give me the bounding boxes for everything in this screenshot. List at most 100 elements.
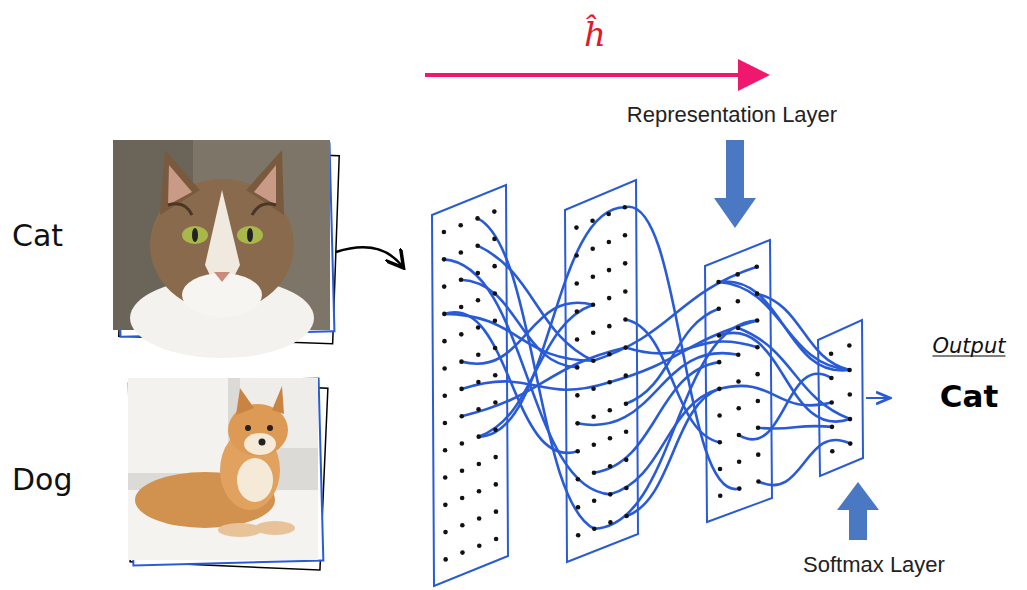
connection-curve (478, 218, 595, 528)
pointer-arrow (714, 140, 756, 228)
neuron-dot (591, 330, 596, 335)
neuron-dot (623, 289, 628, 294)
neuron-dot (477, 543, 482, 548)
neuron-dot (607, 296, 612, 301)
neuron-dot (608, 436, 613, 441)
neuron-dot (848, 441, 853, 446)
neuron-dot (475, 216, 480, 221)
neuron-dot (830, 425, 835, 430)
neuron-dot (591, 303, 596, 308)
neuron-dot (442, 339, 447, 344)
neuron-dot (476, 271, 481, 276)
math-symbol: ĥ (584, 14, 606, 54)
neuron-dot (443, 503, 448, 508)
neuron-dot (460, 468, 465, 473)
layer-label: Representation Layer (627, 102, 837, 128)
neuron-dot (755, 291, 760, 296)
neuron-dot (476, 298, 481, 303)
neuron-dot (476, 407, 481, 412)
connection-curve (625, 207, 740, 489)
connection-curve (625, 320, 719, 443)
neuron-dot (624, 514, 629, 519)
neuron-dot (459, 359, 464, 364)
neuron-dot (607, 380, 612, 385)
neuron-dot (718, 467, 723, 472)
neuron-dot (623, 345, 628, 350)
neuron-dot (756, 452, 761, 457)
neuron-dot (736, 299, 741, 304)
connection-curve (626, 341, 758, 353)
neuron-dot (755, 318, 760, 323)
neuron-dot (754, 265, 759, 270)
neuron-dot (460, 550, 465, 555)
neuron-dot (576, 505, 581, 510)
output-heading: Output (933, 334, 1006, 358)
neuron-dot (476, 325, 481, 330)
neuron-dot (717, 387, 722, 392)
neuron-dot (623, 205, 628, 210)
neuron-dot (576, 533, 581, 538)
neuron-dot (575, 309, 580, 314)
neuron-dot (592, 442, 597, 447)
neuron-dot (492, 209, 497, 214)
neuron-dot (477, 489, 482, 494)
neuron-dot (459, 250, 464, 255)
neuron-dot (607, 352, 612, 357)
layer-plane (818, 320, 863, 476)
pointer-arrow (837, 482, 879, 540)
neuron-dot (736, 406, 741, 411)
neuron-dot (443, 557, 448, 562)
neuron-dot (717, 440, 722, 445)
neuron-dot (847, 343, 852, 348)
neuron-dot (458, 223, 463, 228)
neuron-dot (608, 464, 613, 469)
neuron-dot (735, 272, 740, 277)
neuron-dot (493, 373, 498, 378)
neuron-dot (829, 351, 834, 356)
neuron-dot (756, 399, 761, 404)
neuron-dot (476, 353, 481, 358)
connection-curve (444, 259, 610, 494)
neuron-dot (623, 261, 628, 266)
neuron-dot (460, 496, 465, 501)
neuron-dot (592, 498, 597, 503)
neuron-dot (755, 345, 760, 350)
neuron-dot (475, 243, 480, 248)
connection-curve (594, 320, 757, 528)
neuron-dot (494, 482, 499, 487)
neuron-dot (608, 408, 613, 413)
neuron-dot (459, 414, 464, 419)
neuron-dot (442, 366, 447, 371)
neuron-dot (623, 317, 628, 322)
neuron-dot (476, 380, 481, 385)
neuron-dot (756, 426, 761, 431)
neuron-dot (736, 326, 741, 331)
neuron-dot (493, 455, 498, 460)
neuron-dot (574, 281, 579, 286)
output-class: Cat (940, 378, 999, 414)
input-arrow (336, 247, 402, 266)
connection-curve (719, 282, 850, 371)
neuron-dot (848, 417, 853, 422)
neuron-dot (623, 233, 628, 238)
connection-curve (578, 353, 739, 425)
neuron-dot (737, 460, 742, 465)
neuron-dot (442, 312, 447, 317)
neuron-dot (476, 434, 481, 439)
neuron-dot (607, 268, 612, 273)
neuron-dot (459, 277, 464, 282)
neuron-dot (592, 470, 597, 475)
neuron-dot (608, 520, 613, 525)
neuron-dot (829, 376, 834, 381)
neuron-dot (494, 537, 499, 542)
neuron-dot (459, 332, 464, 337)
neuron-dot (736, 352, 741, 357)
output-arrow (866, 397, 888, 399)
neuron-dot (442, 393, 447, 398)
neuron-dot (493, 318, 498, 323)
neuron-dot (443, 421, 448, 426)
neuron-dot (592, 526, 597, 531)
neuron-dot (717, 413, 722, 418)
neuron-dot (442, 284, 447, 289)
connection-curve (719, 282, 850, 370)
